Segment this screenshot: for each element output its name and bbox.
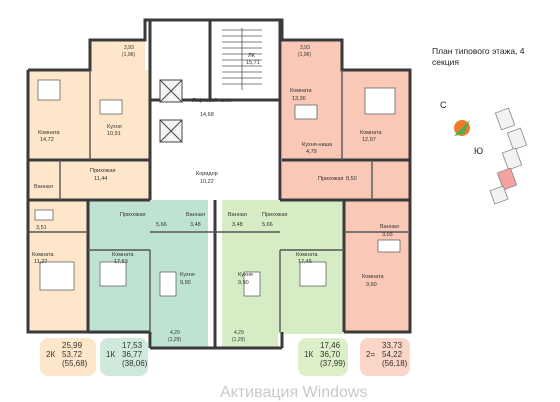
core-zone	[150, 20, 280, 200]
bath-tl-name: Ванная	[34, 184, 53, 190]
room-cl-area: 17,53	[114, 259, 128, 265]
corridor-area: 10,22	[200, 179, 214, 185]
room-labels: ЛК 15,71 Лифтовой холл 14,68 Коридор 10,…	[32, 45, 399, 343]
balcony-tl-area: 3,93	[124, 45, 134, 51]
total-area-with-balcony: (56,18)	[382, 359, 408, 368]
kitchen-cl-area: 9,90	[180, 280, 191, 286]
lk-name: ЛК	[248, 53, 256, 59]
total-area: 54,22	[382, 350, 403, 359]
balcony-bottom-right	[222, 326, 278, 348]
room-bl-name: Комната	[32, 252, 54, 258]
room-cr-area: 17,46	[298, 259, 312, 265]
site-plan-thumbnail	[489, 107, 528, 205]
balcony-br-area2: (1,29)	[232, 337, 245, 343]
balcony-tl-area2: (1,96)	[122, 52, 135, 58]
inner-walls	[28, 70, 410, 332]
balcony-tr-area: 3,93	[300, 45, 310, 51]
compass-south-label: Ю	[474, 146, 484, 156]
bath-cl-name: Ванная	[186, 212, 205, 218]
elevator-shafts	[159, 79, 183, 143]
apartment-type: 1К	[106, 350, 116, 359]
living-area: 17,46	[320, 341, 341, 350]
room-tr2-name: Комната	[360, 130, 382, 136]
kitchen-tr-name: Кухня-ниша	[302, 142, 333, 148]
walls	[26, 18, 412, 350]
kitchen-tr-area: 4,79	[306, 149, 317, 155]
hall-cr-name: Прихожая	[262, 212, 288, 218]
kitchen-tl-area: 10,91	[107, 131, 121, 137]
room-br-name: Комната	[362, 274, 384, 280]
balcony-bl-area2: (1,29)	[168, 337, 181, 343]
room-br-area: 9,60	[366, 282, 377, 288]
compass-north-label: С	[440, 100, 447, 110]
hall-tr-name: Прихожая	[318, 176, 344, 182]
living-area: 17,53	[122, 341, 143, 350]
kitchen-cr-name: Кухня	[238, 272, 253, 278]
total-area-with-balcony: (38,06)	[122, 359, 148, 368]
plan-title: План типового этажа, 4 секция	[432, 46, 525, 67]
apartment-type: 2=	[366, 350, 376, 359]
room-tr1-name: Комната	[290, 88, 312, 94]
bath-cr-area: 3,48	[232, 222, 243, 228]
bath-cl-area: 3,48	[190, 222, 201, 228]
apartment-type: 2К	[46, 350, 56, 359]
room-tr1-area: 13,36	[292, 96, 306, 102]
compass: С Ю	[440, 100, 484, 160]
living-area: 33,73	[382, 341, 403, 350]
hall-cl-name: Прихожая	[120, 212, 146, 218]
total-area: 36,77	[122, 350, 143, 359]
room-cl-name: Комната	[112, 252, 134, 258]
total-area: 36,70	[320, 350, 341, 359]
furniture	[34, 79, 401, 297]
living-area: 25,99	[62, 341, 83, 350]
bath-tr-name: Ванная	[380, 224, 399, 230]
room-cr-name: Комната	[296, 252, 318, 258]
room-tl-name: Комната	[38, 130, 60, 136]
lift-hall-area: 14,68	[200, 112, 214, 118]
balcony-top-left	[90, 40, 145, 70]
compass-icon	[454, 120, 470, 136]
windows-activation-watermark: Активация Windows	[220, 384, 368, 401]
kitchen-tl-name: Кухня	[107, 124, 122, 130]
apartment-type: 1К	[304, 350, 314, 359]
hall-tl-area: 11,44	[94, 176, 107, 182]
total-area-with-balcony: (37,99)	[320, 359, 346, 368]
balcony-tr-area2: (1,96)	[298, 52, 311, 58]
hall-cl-area: 5,66	[156, 222, 167, 228]
room-tr2-area: 12,97	[362, 137, 376, 143]
total-area: 53,72	[62, 350, 83, 359]
staircase	[222, 28, 262, 90]
balcony-bottom-left	[152, 326, 208, 348]
corridor-name: Коридор	[196, 171, 218, 177]
balcony-bl-area: 4,29	[170, 330, 180, 336]
bath-cr-name: Ванная	[228, 212, 247, 218]
balcony-top-right	[282, 40, 342, 70]
hall-tl-name: Прихожая	[90, 168, 116, 174]
kitchen-cr-area: 9,90	[238, 280, 249, 286]
total-area-with-balcony: (55,68)	[62, 359, 88, 368]
room-bl-area: 11,27	[34, 259, 47, 265]
balcony-br-area: 4,29	[234, 330, 244, 336]
lift-hall-name: Лифтовой холл	[192, 97, 231, 104]
hall-tr-area: 8,50	[346, 176, 357, 182]
lk-area: 15,71	[246, 60, 260, 66]
hall-cr-area: 5,66	[262, 222, 273, 228]
room-tl-area: 14,72	[40, 137, 54, 143]
kitchen-cl-name: Кухня	[180, 272, 195, 278]
bath-tl-area: 3,51	[36, 225, 47, 231]
bath-tr-area: 3,03	[382, 232, 393, 238]
